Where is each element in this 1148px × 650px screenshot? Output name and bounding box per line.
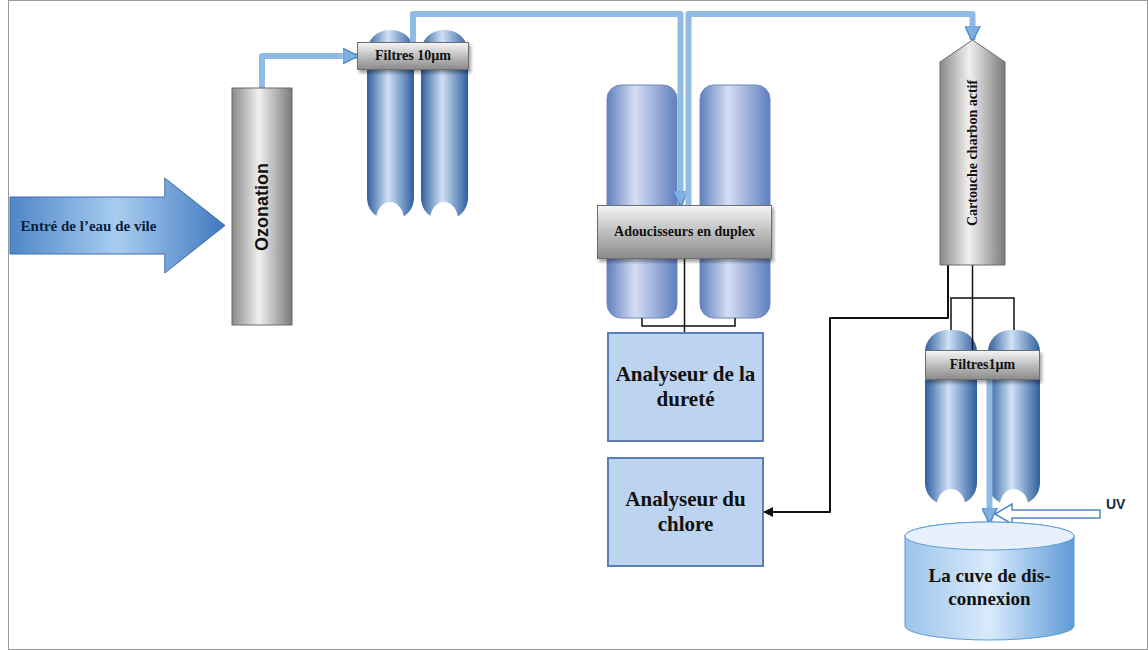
filter-label: Filtres1µm [925,350,1040,380]
carbon-cartridge: Cartouche charbon actif [940,40,1005,265]
node-text: Analyseur du chlore [615,487,756,537]
node-text: La cuve de dis-connexion [905,565,1074,611]
analyzer-box: Analyseur du chlore [607,457,764,567]
water-pipe [262,56,357,88]
uv-label: UV [1106,496,1125,512]
node-text: Adoucisseurs en duplex [614,224,755,240]
signal-line [972,265,974,350]
collector-bracket [642,318,735,326]
ozonation-unit: Ozonation [232,88,292,325]
water-pipe [689,14,973,205]
node-text: Analyseur de la dureté [615,362,756,412]
uv-arrow [995,504,1100,524]
frame [9,1,1148,650]
node-text: Cartouche charbon actif [964,60,980,245]
node-text: Entré de l’eau de vile [21,217,157,235]
node-text: Filtres 10µm [375,48,451,64]
filter-cylinders-1um [925,330,1040,521]
node-text: Filtres1µm [950,357,1015,373]
filter-label: Filtres 10µm [357,42,469,70]
softener-label: Adoucisseurs en duplex [597,205,772,259]
signal-line [764,265,948,512]
node-text: Ozonation [252,108,273,305]
signal-line [684,259,686,332]
disconnection-tank: La cuve de dis-connexion [905,522,1074,640]
inlet-arrow: Entré de l’eau de vile [10,178,225,273]
analyzer-box: Analyseur de la dureté [607,332,764,442]
water-pipe [987,380,993,522]
splitter-bracket [951,298,1014,330]
